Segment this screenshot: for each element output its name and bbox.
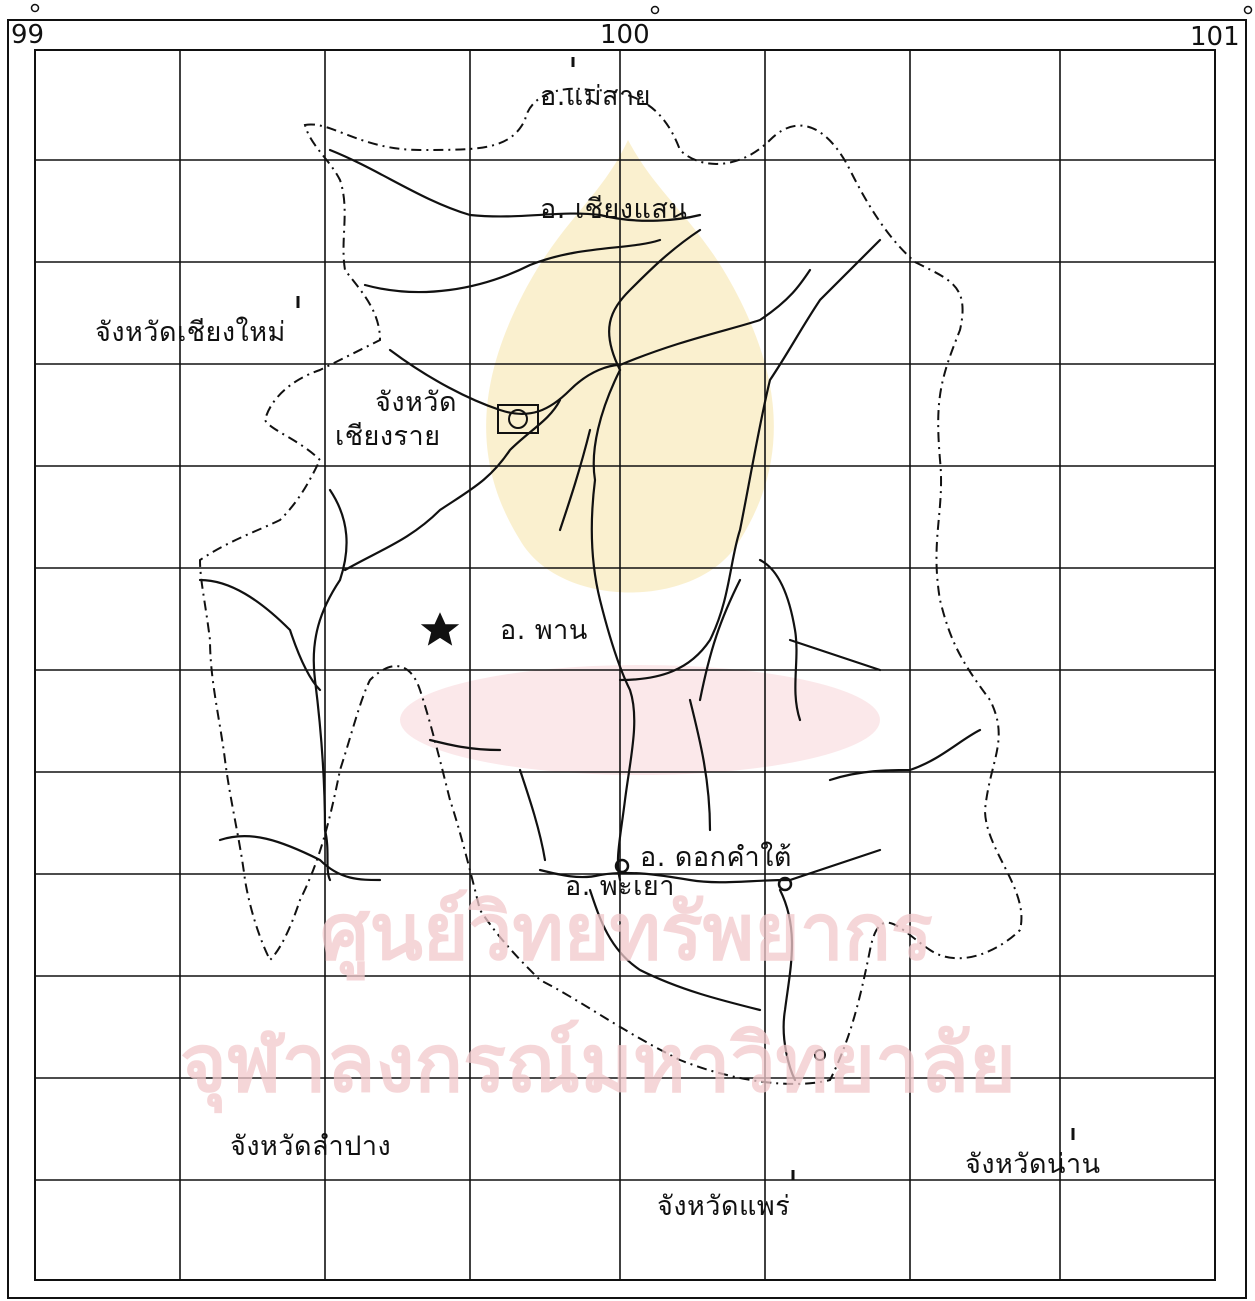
watermark-line-1: ศูนย์วิทยทรัพยากร	[320, 888, 933, 978]
label-phayao: อ. พะเยา	[565, 871, 675, 902]
longitude-label-left: 99	[11, 20, 45, 50]
seal-watermark	[400, 140, 880, 775]
longitude-ticks	[30, 3, 1253, 15]
label-chiang-rai-1: จังหวัด	[375, 387, 457, 418]
star-icon	[420, 612, 460, 646]
label-chiang-rai-2: เชียงราย	[335, 421, 441, 452]
label-nan: จังหวัดน่าน	[965, 1149, 1101, 1180]
basin-boundary	[198, 87, 1023, 1085]
rivers	[198, 148, 982, 1082]
label-phan: อ. พาน	[500, 615, 588, 646]
grid-border	[34, 49, 1216, 1281]
label-dok-kham-tai: อ. ดอกคำใต้	[640, 842, 792, 873]
map-symbols	[296, 57, 1075, 1180]
label-chiang-saen: อ. เชียงแสน	[540, 194, 688, 225]
label-phrae: จังหวัดแพร่	[657, 1191, 791, 1222]
map-frame	[7, 19, 1247, 1299]
label-mae-sai: อ.แม่สาย	[540, 81, 651, 112]
grid-lines	[35, 50, 1215, 1280]
label-lampang: จังหวัดลำปาง	[230, 1131, 392, 1162]
label-chiang-mai: จังหวัดเชียงใหม่	[95, 317, 286, 348]
longitude-label-right: 101	[1190, 22, 1240, 52]
watermark-line-2: จุฬาลงกรณ์มหาวิทยาลัย	[180, 1017, 1016, 1110]
longitude-label-mid: 100	[600, 20, 650, 50]
